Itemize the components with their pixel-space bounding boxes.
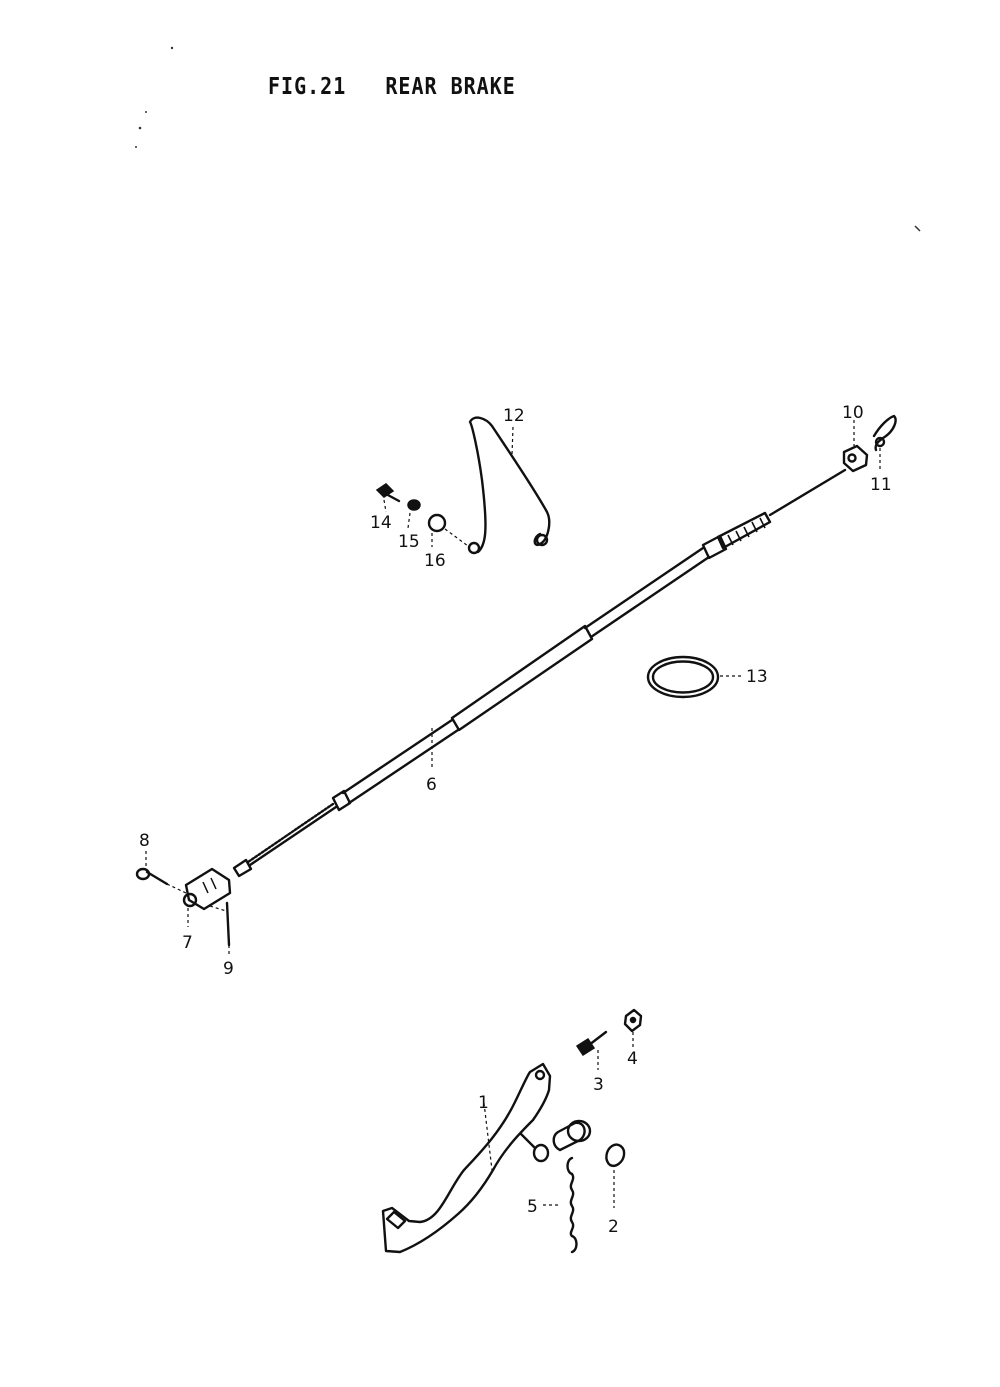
circlip: [605, 1143, 626, 1208]
return-spring: [543, 1156, 578, 1254]
flat-washer: [427, 513, 469, 547]
callout-12: 12: [503, 406, 525, 426]
clevis-joint: [182, 867, 232, 911]
bracket-bolt: [375, 483, 401, 503]
callout-15: 15: [398, 532, 420, 552]
brake-pedal: [381, 1062, 592, 1254]
callout-7: 7: [182, 933, 193, 953]
callout-1: 1: [478, 1093, 489, 1113]
leader-lines: [145, 420, 881, 955]
callout-labels: 1 2 3 4 5 6 7 8 9 10 11 12 13 14 15 16: [139, 403, 892, 1237]
adjuster-nut: [842, 444, 869, 473]
callout-6: 6: [426, 775, 437, 795]
cable-joint-pin: [872, 414, 897, 452]
brake-cable: [232, 468, 847, 878]
callout-8: 8: [139, 831, 150, 851]
cable-adjuster-thread: [716, 511, 772, 550]
pedal-bolt: [575, 1030, 608, 1070]
figure-title: FIG.21 REAR BRAKE: [268, 72, 516, 100]
o-ring: [646, 655, 743, 699]
lock-washer: [407, 499, 421, 511]
pedal-nut: [623, 1008, 643, 1048]
callout-13: 13: [746, 667, 768, 687]
cable-guide-bracket: [467, 416, 551, 555]
callout-10: 10: [842, 403, 864, 423]
scan-specks: [135, 46, 921, 232]
callout-4: 4: [627, 1049, 638, 1069]
callout-5: 5: [527, 1197, 538, 1217]
cotter-pin: [209, 901, 231, 947]
clevis-pin: [135, 867, 187, 894]
callout-16: 16: [424, 551, 446, 571]
callout-14: 14: [370, 513, 392, 533]
callout-11: 11: [870, 475, 892, 495]
callout-2: 2: [608, 1217, 619, 1237]
callout-9: 9: [223, 959, 234, 979]
callout-3: 3: [593, 1075, 604, 1095]
